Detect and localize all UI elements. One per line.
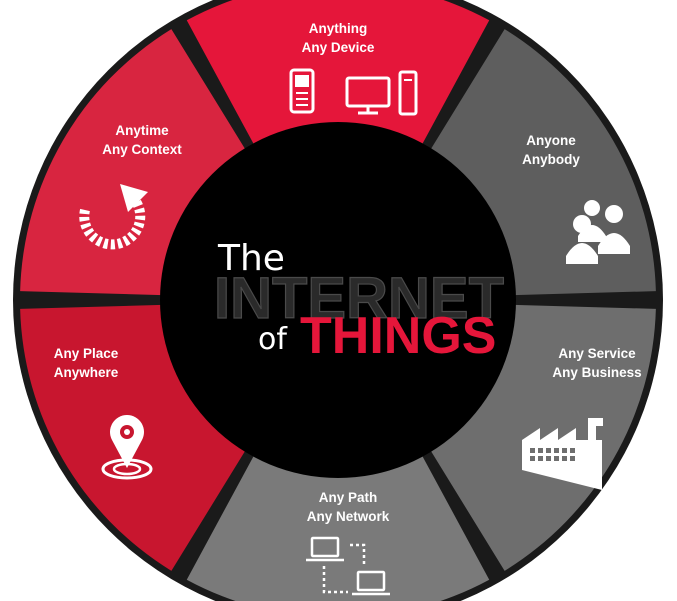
segment-label-any-place: Any Place [54,346,119,361]
title-internet: INTERNET [214,266,504,331]
title-of: of [258,322,288,357]
title-things: THINGS [300,307,496,365]
segment-label-any-business: Any Business [552,365,641,380]
phone-computer-icon [289,68,418,116]
segment-anything [186,0,490,146]
network-computers-icon [306,536,390,596]
segment-label-any-device: Any Device [302,40,375,55]
segment-label-anyone: Anyone [526,133,576,148]
segment-label-any-service: Any Service [558,346,636,361]
center-disc [160,122,516,478]
title-the: The [217,238,285,279]
segment-label-anything: Anything [309,21,368,36]
segment-anytime [20,29,246,296]
segment-label-anywhere: Anywhere [54,365,119,380]
segment-label-anytime: Anytime [115,123,169,138]
segment-any-path [186,454,490,601]
segment-label-any-context: Any Context [102,142,182,157]
segment-label-any-network: Any Network [307,509,390,524]
segment-labels: Anything Any Device Anyone Anybody Any S… [54,21,642,524]
factory-icon [522,418,603,490]
center-title: The INTERNET of THINGS [213,238,504,365]
segment-label-anybody: Anybody [522,152,580,167]
cycle-arrow-icon [79,184,148,250]
people-group-icon [566,200,630,264]
segment-any-service [430,304,656,571]
segment-label-any-path: Any Path [319,490,378,505]
location-pin-icon [101,415,153,480]
